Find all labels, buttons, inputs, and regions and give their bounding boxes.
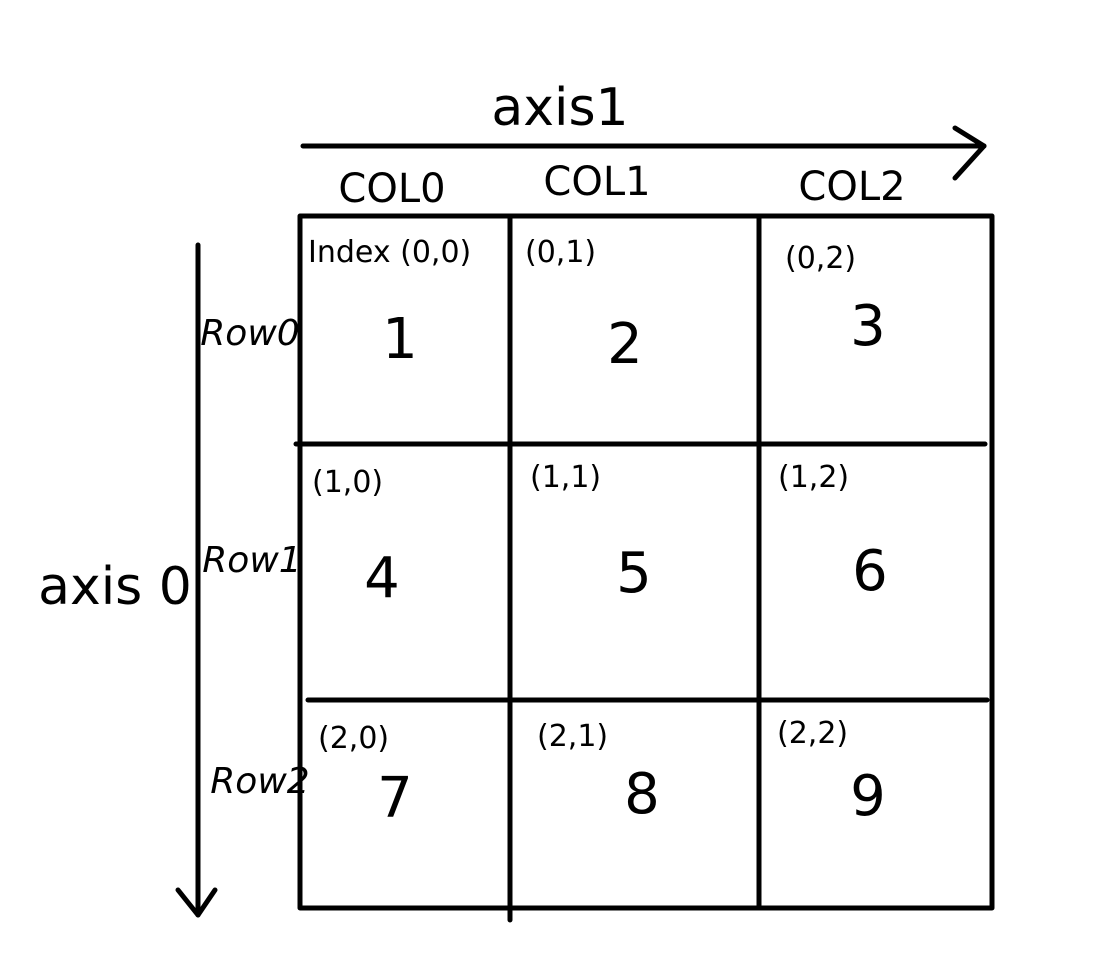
- cell-index-1-0: (1,0): [312, 465, 383, 500]
- cell-index-2-1: (2,1): [537, 719, 608, 754]
- cell-value-0-2: 3: [850, 294, 886, 359]
- cell-value-2-0: 7: [377, 766, 413, 831]
- row-label-0: Row0: [200, 313, 299, 354]
- cell-value-1-2: 6: [852, 539, 888, 604]
- cell-value-1-0: 4: [364, 546, 400, 611]
- cell-index-1-2: (1,2): [778, 460, 849, 495]
- column-header-1: COL1: [543, 159, 650, 205]
- row-label-2: Row2: [210, 761, 309, 802]
- cell-value-0-0: 1: [382, 307, 418, 372]
- cell-index-2-2: (2,2): [777, 716, 848, 751]
- grid-border: [297, 213, 995, 911]
- axis0-arrow-head: [175, 887, 218, 918]
- cell-value-2-2: 9: [850, 764, 886, 829]
- cell-index-2-0: (2,0): [318, 721, 389, 756]
- cell-index-0-0: Index (0,0): [308, 235, 471, 270]
- column-header-0: COL0: [338, 166, 445, 212]
- row-label-1: Row1: [202, 540, 301, 581]
- cell-index-0-1: (0,1): [525, 235, 596, 270]
- axis1-label: axis1: [491, 78, 628, 138]
- axis1-arrow-head: [952, 125, 987, 181]
- cell-value-2-1: 8: [624, 762, 660, 827]
- axis0-label: axis 0: [38, 557, 192, 617]
- column-header-2: COL2: [798, 164, 905, 210]
- cell-index-1-1: (1,1): [530, 460, 601, 495]
- cell-value-1-1: 5: [616, 541, 652, 606]
- cell-value-0-1: 2: [607, 312, 643, 377]
- cell-index-0-2: (0,2): [785, 241, 856, 276]
